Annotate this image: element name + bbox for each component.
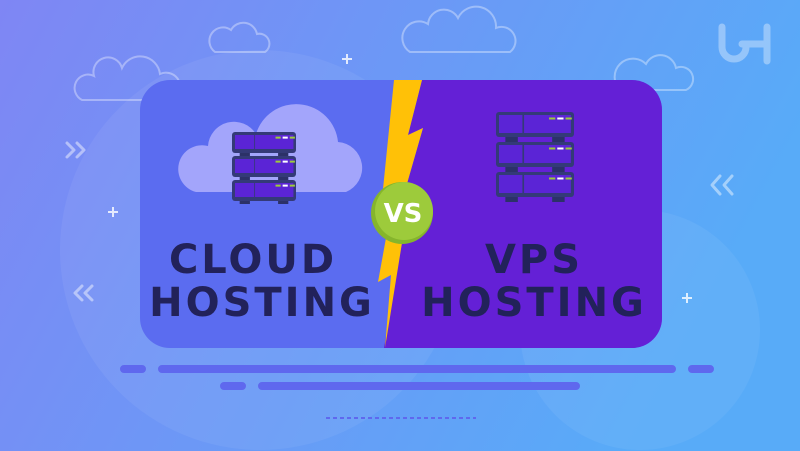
server-led bbox=[557, 147, 564, 150]
server-foot bbox=[552, 167, 565, 172]
vps-title-line1: VPS bbox=[485, 237, 583, 283]
lightning-bolt-icon bbox=[378, 80, 423, 348]
chevrons-left-icon bbox=[710, 174, 734, 196]
server-led bbox=[289, 184, 295, 187]
cloud-title-line1: CLOUD bbox=[169, 237, 337, 283]
floor-lines bbox=[120, 365, 714, 390]
vps-panel bbox=[384, 80, 662, 348]
server-led bbox=[549, 117, 556, 120]
server-foot bbox=[239, 177, 250, 180]
server-foot bbox=[239, 201, 250, 204]
server-drive bbox=[235, 183, 255, 197]
server-foot bbox=[278, 201, 289, 204]
cloud-outline-icon bbox=[613, 54, 695, 91]
server-led bbox=[289, 160, 295, 163]
vps-server-icon bbox=[496, 112, 574, 202]
logo-mark-icon bbox=[718, 23, 771, 65]
server-led bbox=[549, 147, 556, 150]
vs-badge-circle bbox=[375, 182, 433, 240]
cloud-outline-icon bbox=[208, 21, 271, 53]
server-foot bbox=[278, 153, 289, 156]
server-led bbox=[282, 184, 288, 187]
server-foot bbox=[239, 153, 250, 156]
plus-icon bbox=[108, 207, 118, 217]
plus-icon bbox=[682, 293, 692, 303]
cloud-title-line2: HOSTING bbox=[149, 280, 375, 326]
chevrons-left-icon bbox=[73, 284, 94, 302]
chevrons-right-icon bbox=[65, 141, 86, 159]
server-led bbox=[557, 117, 564, 120]
server-drive bbox=[235, 135, 255, 149]
server-led bbox=[289, 136, 295, 139]
server-led bbox=[282, 136, 288, 139]
server-led bbox=[565, 117, 572, 120]
server-led bbox=[275, 136, 281, 139]
server-led bbox=[282, 160, 288, 163]
vs-badge: VS bbox=[371, 182, 433, 244]
server-led bbox=[565, 177, 572, 180]
background-clouds bbox=[73, 5, 695, 101]
server-led bbox=[275, 160, 281, 163]
plus-icon bbox=[342, 54, 352, 64]
server-foot bbox=[552, 197, 565, 202]
vps-title-line2: HOSTING bbox=[421, 280, 647, 326]
server-foot bbox=[505, 197, 518, 202]
server-panel bbox=[524, 115, 571, 133]
vs-label: VS bbox=[384, 199, 423, 229]
server-foot bbox=[505, 137, 518, 142]
server-led bbox=[557, 177, 564, 180]
server-drive bbox=[235, 159, 255, 173]
cloud-server-icon bbox=[232, 132, 296, 204]
server-foot bbox=[552, 137, 565, 142]
server-panel bbox=[524, 175, 571, 193]
server-led bbox=[565, 147, 572, 150]
logo: UH bbox=[718, 23, 771, 65]
plus-decorations bbox=[108, 54, 692, 303]
chevron-decorations bbox=[65, 141, 734, 302]
server-drive bbox=[499, 175, 523, 193]
server-foot bbox=[505, 167, 518, 172]
cloud-outline-icon bbox=[401, 5, 517, 53]
server-foot bbox=[278, 177, 289, 180]
server-led bbox=[549, 177, 556, 180]
server-drive bbox=[499, 145, 523, 163]
server-led bbox=[275, 184, 281, 187]
cloud-outline-icon bbox=[73, 55, 182, 101]
server-panel bbox=[524, 145, 571, 163]
server-drive bbox=[499, 115, 523, 133]
